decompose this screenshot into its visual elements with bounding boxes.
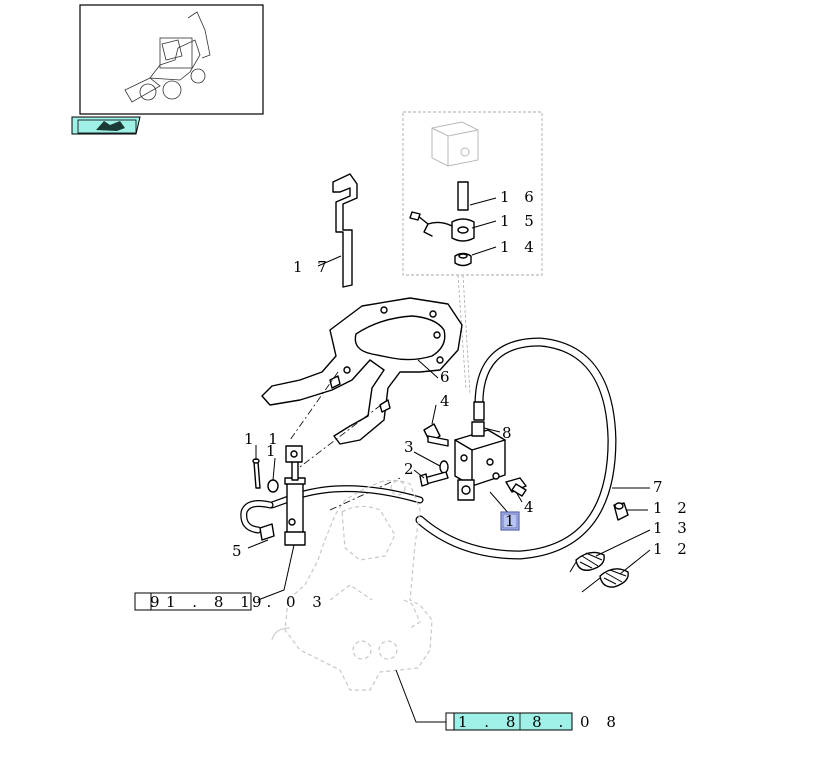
callouts: 1 6 1 5 1 4 1 7 6 4 8 3 2 4 7 1 2 1 3 1 … <box>232 188 692 560</box>
callout-6[interactable]: 6 <box>440 368 455 386</box>
callout-1: 1 <box>505 512 520 530</box>
callout-11[interactable]: 1 1 <box>244 430 283 448</box>
ref-left-mid: 1 . 8 1 . <box>166 593 277 611</box>
backhoe-loader-icon <box>124 11 211 103</box>
callout-13[interactable]: 1 3 <box>653 519 692 537</box>
callout-8[interactable]: 8 <box>502 424 517 442</box>
part-10-washer <box>267 479 279 493</box>
callout-2[interactable]: 2 <box>404 460 419 478</box>
callout-14[interactable]: 1 4 <box>500 238 539 256</box>
callout-4-top[interactable]: 4 <box>440 392 455 410</box>
solenoid-detail-inset <box>402 111 543 276</box>
callout-5[interactable]: 5 <box>232 542 247 560</box>
callout-4-bottom[interactable]: 4 <box>524 498 539 516</box>
part-6-bracket <box>261 297 463 445</box>
part-12-hose-guard <box>581 568 629 593</box>
part-7-hose <box>240 337 617 560</box>
callout-17[interactable]: 1 7 <box>293 258 332 276</box>
callout-1-selected[interactable]: 1 <box>500 511 520 531</box>
part-11-bolt <box>252 458 261 489</box>
callout-16[interactable]: 1 6 <box>500 188 539 206</box>
callout-12-bottom[interactable]: 1 2 <box>653 540 692 558</box>
nav-back-button[interactable] <box>71 116 141 135</box>
ref-left-prefix: 9 <box>150 593 166 611</box>
part-17-rod <box>332 173 358 288</box>
part-4-fitting-top <box>423 423 449 447</box>
ref-left-tail: 0 3 <box>286 593 328 611</box>
callout-3[interactable]: 3 <box>404 438 419 456</box>
part-1-valve-block <box>454 401 506 501</box>
ghost-boom-structure <box>271 479 433 691</box>
part-5-cylinder <box>259 445 306 546</box>
callout-15[interactable]: 1 5 <box>500 212 539 230</box>
valve-ghost <box>431 121 479 167</box>
ref-bottom-link[interactable]: 1 . 8 8 . 0 8 <box>445 712 622 731</box>
arrow-back-icon <box>96 121 125 131</box>
callout-10[interactable]: 1 <box>266 442 281 460</box>
part-13-hose-guard <box>569 551 605 573</box>
ref-left[interactable]: 9 1 . 8 1 . 9 0 3 <box>134 592 328 611</box>
part-4-fitting-bottom <box>505 477 527 497</box>
part-3-washer <box>439 460 449 474</box>
part-2-bolt <box>419 471 449 487</box>
callout-7[interactable]: 7 <box>653 478 668 496</box>
ref-left-suffix: 9 <box>252 593 268 611</box>
callout-12-top[interactable]: 1 2 <box>653 499 692 517</box>
machine-thumbnail[interactable] <box>79 4 264 115</box>
part-12-fitting <box>613 502 629 521</box>
ref-bottom-label: 1 . 8 8 . 0 8 <box>458 713 622 731</box>
